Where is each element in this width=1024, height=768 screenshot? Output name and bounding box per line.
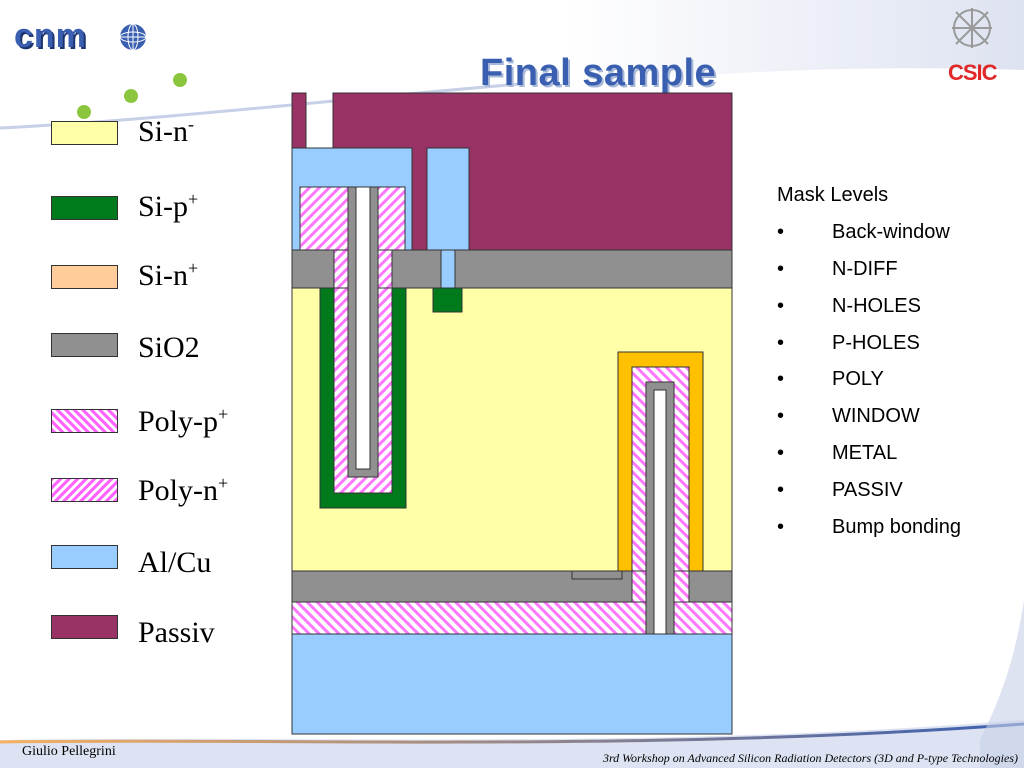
- mask-levels-title: Mask Levels: [777, 184, 889, 206]
- void-column-right: [653, 389, 667, 635]
- legend-label-poly-n-plus: Poly-n+: [138, 473, 229, 507]
- p-plus-diffusion: [432, 287, 463, 313]
- footer-event: 3rd Workshop on Advanced Silicon Radiati…: [602, 751, 1018, 765]
- swatch-si-n-minus: [51, 121, 118, 145]
- metal-contact-small: [426, 147, 470, 251]
- legend-label-poly-p-plus: Poly-p+: [138, 404, 229, 438]
- csic-emblem-icon: [952, 8, 992, 48]
- bottom-metal: [291, 633, 733, 735]
- slide-title: Final sample: [480, 52, 717, 94]
- legend-label-al-cu: Al/Cu: [138, 546, 212, 579]
- footer-author: Giulio Pellegrini: [22, 744, 116, 759]
- bottom-oxide-right: [688, 570, 733, 603]
- mask-level-item: •METAL: [777, 442, 898, 464]
- cnm-logo: cnm: [14, 17, 87, 55]
- mask-level-item: •N-DIFF: [777, 258, 898, 280]
- legend-label-sio2: SiO2: [138, 331, 200, 364]
- globe-icon: [119, 23, 147, 51]
- swatch-al-cu: [51, 545, 118, 569]
- swatch-sio2: [51, 333, 118, 357]
- swatch-passiv: [51, 615, 118, 639]
- oxide-notch: [571, 570, 623, 580]
- mask-level-item: •WINDOW: [777, 405, 920, 427]
- csic-logo: CSIC: [948, 60, 998, 85]
- mask-level-item: •Back-window: [777, 221, 950, 243]
- mask-level-item: •P-HOLES: [777, 332, 920, 354]
- legend-label-si-n-plus: Si-n+: [138, 258, 199, 292]
- swatch-poly-p-plus: [51, 409, 118, 433]
- legend-label-si-p-plus: Si-p+: [138, 189, 199, 223]
- legend-label-si-n-minus: Si-n-: [138, 114, 195, 148]
- mask-level-item: •N-HOLES: [777, 295, 921, 317]
- void-column-left: [355, 186, 371, 470]
- swatch-poly-n-plus: [51, 478, 118, 502]
- legend-label-passiv: Passiv: [138, 616, 215, 649]
- mask-level-item: •Bump bonding: [777, 516, 961, 538]
- swatch-si-p-plus: [51, 196, 118, 220]
- swatch-si-n-plus: [51, 265, 118, 289]
- mask-level-item: •PASSIV: [777, 479, 903, 501]
- mask-level-item: •POLY: [777, 368, 884, 390]
